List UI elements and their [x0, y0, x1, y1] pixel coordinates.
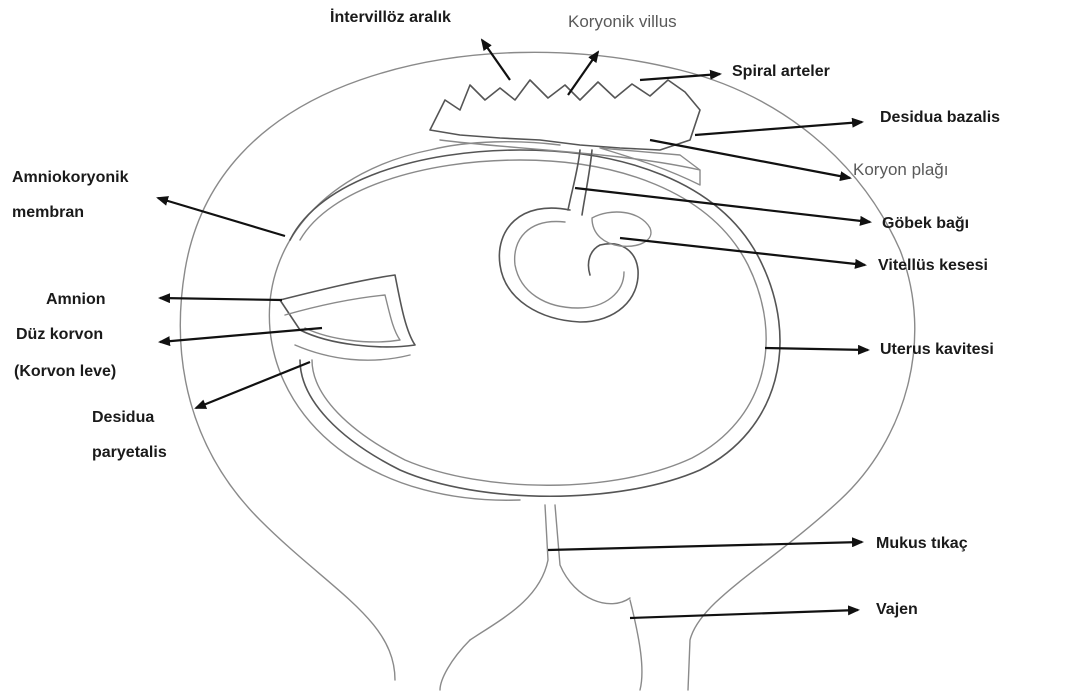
arrow-mukus-tikac — [548, 542, 862, 550]
label-koryon-plagi: Koryon plağı — [853, 160, 948, 180]
label-gobek-bagi: Göbek bağı — [882, 214, 969, 234]
label-desidua-parietalis-line1: Desidua — [92, 408, 154, 428]
label-vitellus-kesesi: Vitellüs kesesi — [878, 256, 988, 276]
arrow-spiral-arteler — [640, 74, 720, 80]
label-amnion: Amnion — [46, 290, 106, 310]
uterus-inner-wall — [269, 142, 560, 501]
arrow-koryon-plagi — [650, 140, 850, 178]
label-intervilloz-aralik: İntervillöz aralık — [330, 8, 451, 28]
label-spiral-arteler: Spiral arteler — [732, 62, 830, 82]
embryo-outline — [499, 208, 638, 322]
label-duz-koryon-line2: (Korvon leve) — [14, 362, 116, 382]
arrow-koryonik-villus — [568, 52, 598, 95]
cervix-canal — [470, 505, 630, 640]
vaginal-wall — [440, 600, 642, 690]
uterus-outer-wall — [180, 52, 914, 690]
arrow-vajen — [630, 610, 858, 618]
label-koryonik-villus: Koryonik villus — [568, 12, 677, 32]
arrow-vitellus-kesesi — [620, 238, 865, 265]
label-desidua-parietalis-line2: paryetalis — [92, 443, 167, 463]
label-mukus-tikac: Mukus tıkaç — [876, 534, 968, 554]
arrow-gobek-bagi — [575, 188, 870, 222]
arrow-intervilloz-aralik — [482, 40, 510, 80]
arrow-desidua-parietalis — [196, 362, 310, 408]
uterine-cavity-outline — [290, 150, 780, 496]
arrow-amnion — [160, 298, 282, 300]
label-duz-koryon-line1: Düz korvon — [16, 325, 103, 345]
label-vajen: Vajen — [876, 600, 918, 620]
arrow-amniokoryonik — [158, 198, 285, 236]
label-uterus-kavitesi: Uterus kavitesi — [880, 340, 994, 360]
embryo-inner — [515, 222, 624, 308]
arrow-desidua-bazalis — [695, 122, 862, 135]
umbilical-cord — [568, 150, 592, 215]
label-amniokoryonik-line1: Amniokoryonik — [12, 168, 128, 188]
placenta-villi — [430, 80, 700, 150]
arrow-duz-koryon — [160, 328, 322, 342]
label-amniokoryonik-line2: membran — [12, 203, 84, 223]
chorion-flap-inner — [285, 295, 400, 342]
label-desidua-bazalis: Desidua bazalis — [880, 108, 1000, 128]
cavity-inner-ring — [300, 160, 766, 485]
